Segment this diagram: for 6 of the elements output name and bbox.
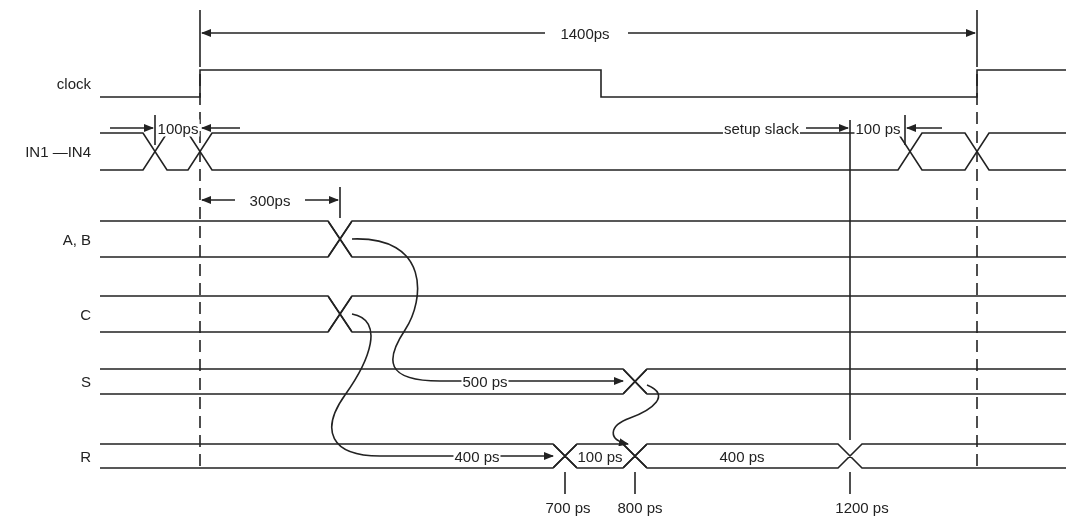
signal-transition — [553, 444, 577, 468]
signal-transition — [328, 296, 352, 332]
signal-transition — [623, 444, 647, 468]
signal-transition — [328, 221, 352, 257]
causality-arrow — [612, 384, 660, 446]
signal-transition — [623, 369, 647, 394]
